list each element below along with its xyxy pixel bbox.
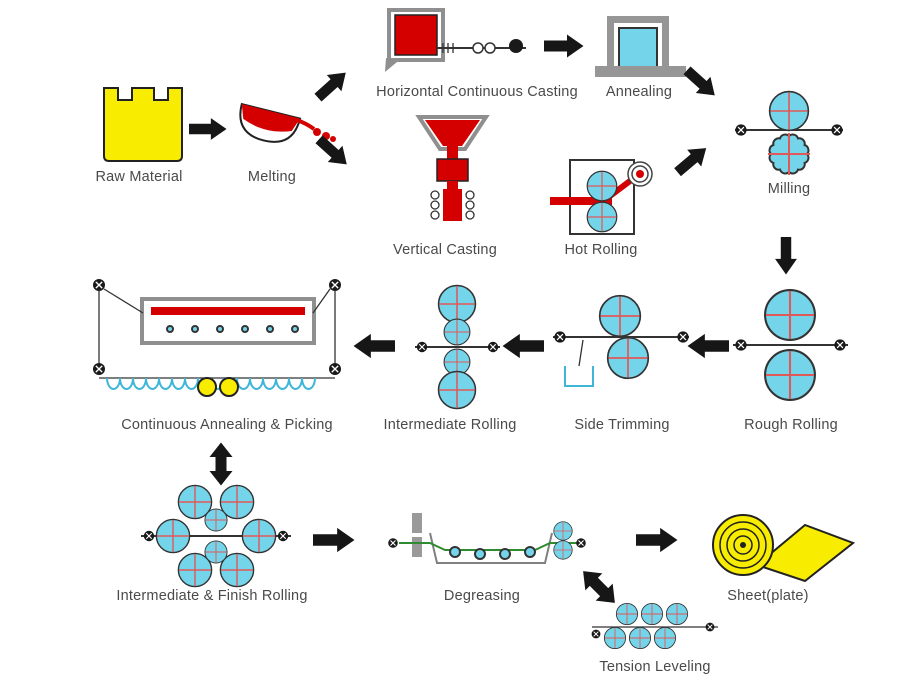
label-rough-rolling: Rough Rolling <box>744 417 838 433</box>
sheet-coil-icon <box>712 514 855 583</box>
label-horizontal-continuous-casting: Horizontal Continuous Casting <box>376 84 578 100</box>
arrow-finish-rolling-to-degreasing <box>313 527 355 553</box>
arrow-hot-rolling-to-milling <box>670 139 714 181</box>
arrow-side-trimming-to-intermediate-rolling <box>502 333 544 359</box>
tension-leveler-icon <box>591 602 718 650</box>
label-sheet-plate: Sheet(plate) <box>727 588 809 604</box>
milling-machine-icon <box>734 90 844 175</box>
label-annealing: Annealing <box>605 84 673 100</box>
continuous-annealing-line-icon <box>92 278 342 397</box>
rough-rolling-mill-icon <box>733 289 848 401</box>
arrow-horizontal-casting-to-annealing <box>544 34 584 58</box>
label-melting: Melting <box>247 169 297 185</box>
label-side-trimming: Side Trimming <box>574 417 670 433</box>
melting-ladle-icon <box>239 102 336 143</box>
cluster-rolling-mill-icon <box>141 484 291 588</box>
arrow-milling-to-rough-rolling <box>775 237 797 275</box>
horizontal-casting-machine-icon <box>385 8 526 72</box>
label-intermediate-rolling: Intermediate Rolling <box>383 417 517 433</box>
label-raw-material: Raw Material <box>95 169 183 185</box>
label-continuous-annealing-picking: Continuous Annealing & Picking <box>121 417 333 433</box>
label-milling: Milling <box>767 181 811 197</box>
annealing-furnace-icon <box>595 16 686 77</box>
raw-material-ingot-icon <box>103 87 183 162</box>
hot-rolling-mill-icon <box>550 159 653 235</box>
degreasing-tank-icon <box>387 513 587 564</box>
label-vertical-casting: Vertical Casting <box>393 242 497 258</box>
arrow-rough-rolling-to-side-trimming <box>687 333 729 359</box>
label-degreasing: Degreasing <box>443 588 521 604</box>
side-trimming-machine-icon <box>553 294 690 387</box>
arrow-annealing-picking-finish-rolling-double <box>209 442 233 486</box>
label-intermediate-finish-rolling: Intermediate & Finish Rolling <box>116 588 308 604</box>
arrow-intermediate-rolling-to-annealing-picking <box>353 333 395 359</box>
vertical-casting-machine-icon <box>415 115 490 221</box>
arrow-degreasing-to-sheet <box>636 527 678 553</box>
arrow-raw-material-to-melting <box>189 118 227 140</box>
intermediate-rolling-mill-icon <box>415 284 500 410</box>
label-hot-rolling: Hot Rolling <box>564 242 638 258</box>
label-tension-leveling: Tension Leveling <box>599 659 711 675</box>
